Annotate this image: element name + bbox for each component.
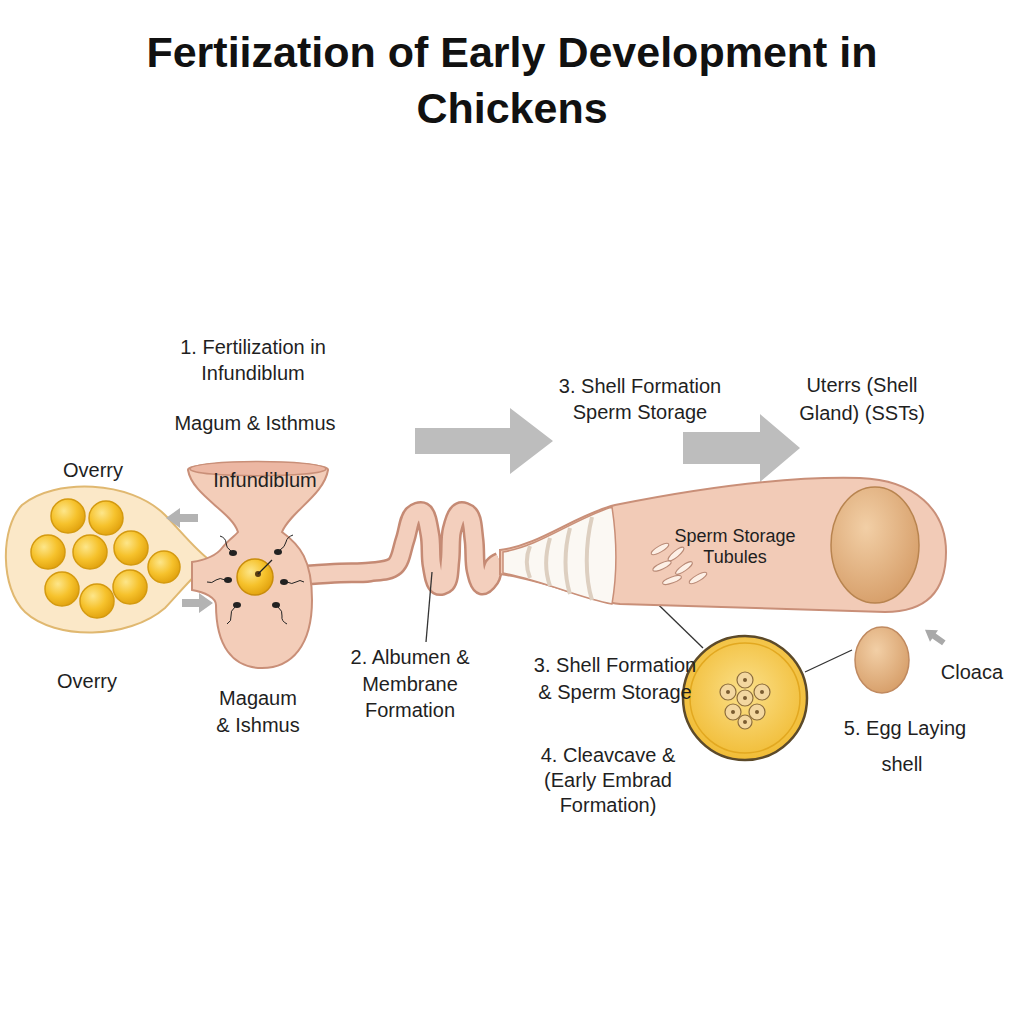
part-label: Uterrs (Shell Gland) (SSTs) <box>797 371 927 427</box>
part-label: Magaum & Ishmus <box>213 685 303 739</box>
tube-lumen <box>308 512 500 586</box>
organ-label: Sperm Storage Tubules <box>665 526 805 568</box>
cell-nucleus <box>743 696 747 700</box>
step-label: 4. Cleavcave & (Early Embrad Formation) <box>536 743 681 818</box>
storage-tubule <box>650 541 670 556</box>
embryo-cell <box>749 704 765 720</box>
storage-tubule <box>674 560 694 576</box>
leader-line <box>805 650 852 672</box>
ovary-follicle <box>73 535 107 569</box>
cell-nucleus <box>743 720 747 724</box>
organ-shape-group <box>500 478 946 612</box>
sperm-tail <box>278 607 287 624</box>
ovary-follicle <box>113 570 147 604</box>
organ-label: Infundiblum <box>205 467 325 493</box>
infundibulum-outline <box>188 463 328 669</box>
ovum-nucleus <box>255 571 261 577</box>
ovary-outline <box>6 487 212 633</box>
embryo-cell <box>737 690 753 706</box>
storage-tubule <box>688 570 708 585</box>
sperm-tail <box>207 579 225 583</box>
sperm-tail <box>227 607 235 624</box>
small-arrow <box>166 508 198 528</box>
ovary-follicle <box>51 499 85 533</box>
embryo-cell <box>738 715 752 729</box>
step-label: 3. Shell Formation Sperm Storage <box>550 373 730 425</box>
small-arrow-head <box>921 624 948 649</box>
small-arrow <box>921 624 948 649</box>
leader-line <box>426 572 432 642</box>
step-label: 3. Shell Formation & Sperm Storage <box>528 652 703 706</box>
sperm-head <box>272 602 280 608</box>
membrane-fold <box>527 546 530 578</box>
embryo-cell <box>737 672 753 688</box>
sperm-tail <box>287 581 304 584</box>
sperm-tail <box>280 535 293 550</box>
oviduct-tube <box>308 512 500 586</box>
cell-nucleus <box>743 678 747 682</box>
magnified-inset <box>683 636 807 760</box>
fertilized-ovum <box>237 559 273 595</box>
diagram-title: Fertiization of Early Development in Chi… <box>112 24 912 136</box>
laid-egg <box>855 627 909 693</box>
sperm-tail <box>220 536 231 551</box>
part-label: Cloaca <box>927 659 1017 685</box>
sperm-head <box>233 602 241 608</box>
part-label: shell <box>862 751 942 777</box>
isthmus-membrane <box>503 507 616 604</box>
membrane-fold <box>566 528 571 594</box>
inset-ring <box>690 643 800 753</box>
cell-nucleus <box>726 690 730 694</box>
ovary-follicle <box>114 531 148 565</box>
ovary-follicle <box>31 535 65 569</box>
embryo-cell <box>720 684 736 700</box>
storage-tubule <box>652 559 673 573</box>
cell-nucleus <box>731 710 735 714</box>
cell-nucleus <box>755 710 759 714</box>
uterus-outline <box>500 478 946 612</box>
ovary-follicle <box>45 572 79 606</box>
uterus-organ: Sperm Storage Tubules <box>500 472 950 620</box>
flow-arrow <box>683 414 800 482</box>
part-label: Magum & Isthmus <box>145 410 365 436</box>
step-label: 5. Egg Laying <box>835 715 975 741</box>
embryo-cell <box>754 684 770 700</box>
step-label: 2. Albumen & Membrane Formation <box>348 644 473 724</box>
embryo-cell <box>725 704 741 720</box>
part-label: Overry <box>27 668 147 694</box>
uterus-egg <box>831 487 919 603</box>
part-label: Overry <box>33 457 153 483</box>
membrane-fold <box>546 538 550 586</box>
tube-wall <box>308 512 500 586</box>
ovary-follicle <box>80 584 114 618</box>
sperm-head <box>280 579 288 585</box>
flow-arrow <box>415 408 553 474</box>
storage-tubule <box>662 574 683 586</box>
sperm-head <box>229 550 237 556</box>
ovary-follicle <box>148 551 180 583</box>
ovary-follicle <box>89 501 123 535</box>
organ-shape-group <box>188 462 328 669</box>
sperm-head <box>274 549 282 555</box>
membrane-fold <box>587 517 592 600</box>
funnel-organ: Infundiblum <box>185 455 308 672</box>
cell-nucleus <box>760 690 764 694</box>
sperm-head <box>224 577 232 583</box>
storage-tubule <box>666 545 685 562</box>
step-label: 1. Fertilization in Infundiblum <box>161 334 346 386</box>
sperm-entry <box>258 560 272 574</box>
